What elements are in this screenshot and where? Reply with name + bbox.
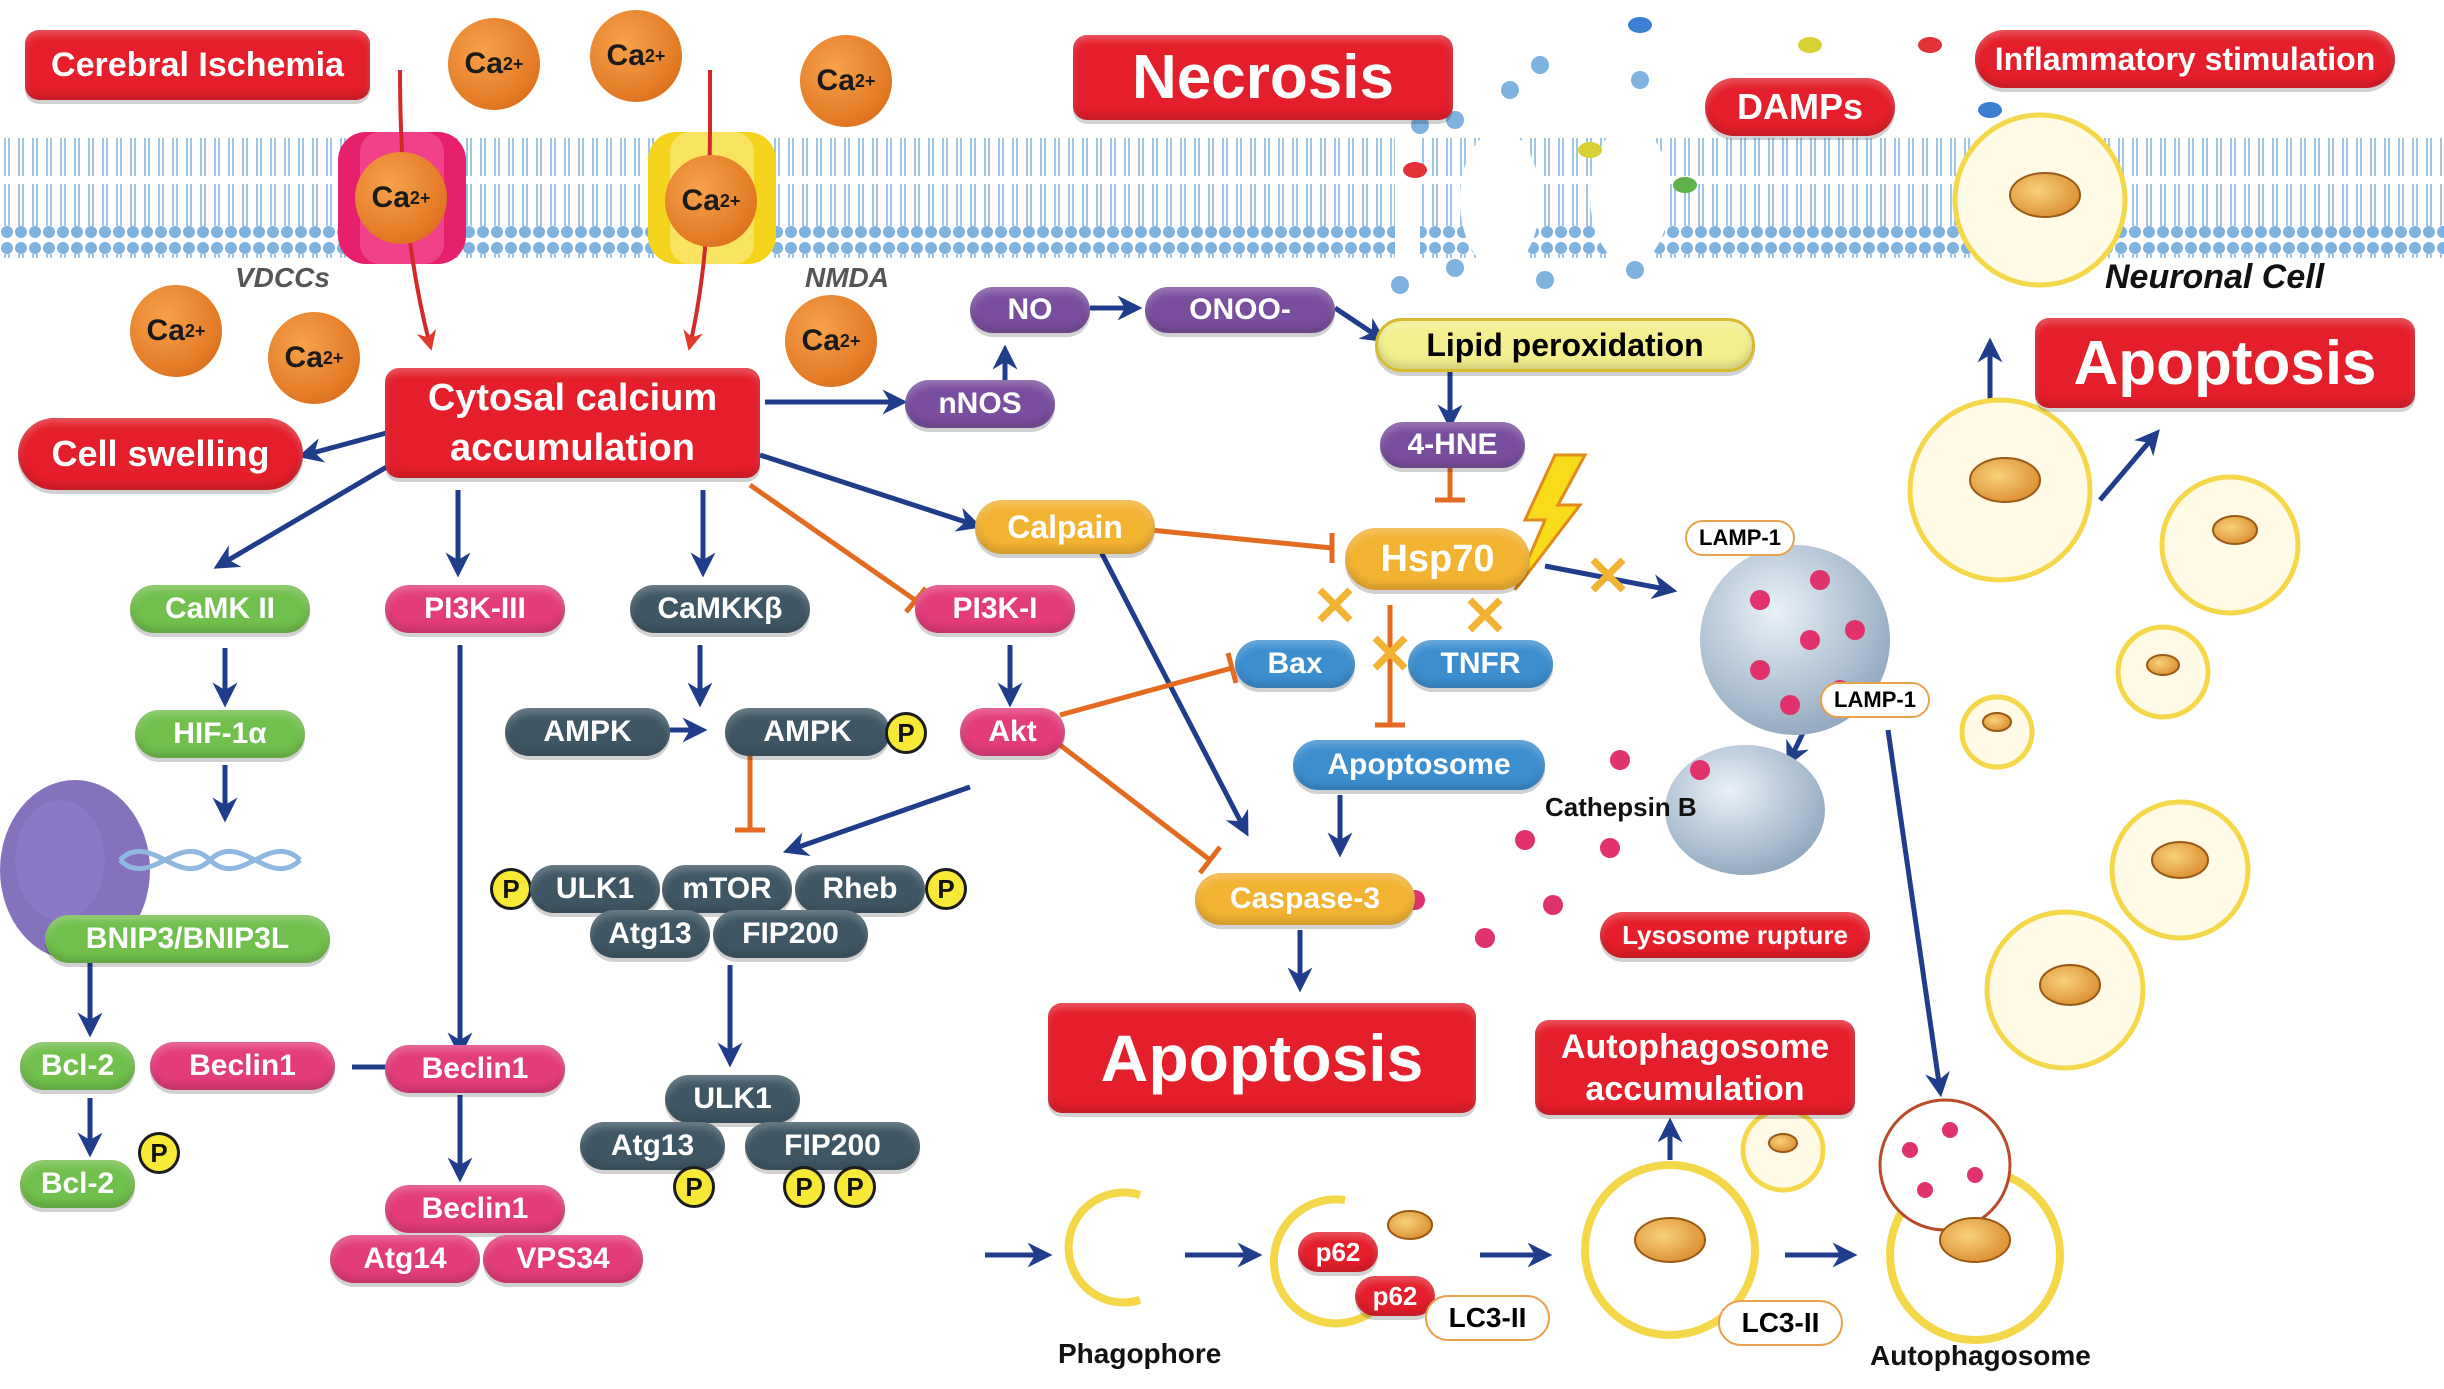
phospho-badge: P — [834, 1166, 876, 1208]
central-line2: accumulation — [450, 427, 695, 469]
central-line1: Cytosal calcium — [427, 377, 718, 419]
atg13-lower-node: Atg13 — [580, 1122, 725, 1170]
apoptosis-center-label: Apoptosis — [1048, 1003, 1476, 1113]
vdccs-label: VDCCs — [235, 262, 330, 293]
vps34-node: VPS34 — [483, 1235, 643, 1283]
p62-label-2: p62 — [1355, 1276, 1435, 1316]
mitochondrion-icon — [1387, 172, 2258, 1263]
lamp1-label-2: LAMP-1 — [1820, 682, 1930, 718]
ulk1-node: ULK1 — [530, 865, 660, 913]
beclin1-complex-node: Beclin1 — [150, 1042, 335, 1090]
pi3k3-node: PI3K-III — [385, 585, 565, 633]
lamp1-label: LAMP-1 — [1685, 520, 1795, 556]
lc3-label: LC3-II — [1425, 1295, 1550, 1341]
necrosis-label: Necrosis — [1073, 35, 1453, 120]
inflammatory-stimulation-label: Inflammatory stimulation — [1975, 30, 2395, 88]
calpain-node: Calpain — [975, 500, 1155, 554]
tnfr-node: TNFR — [1408, 640, 1553, 688]
phospho-badge: P — [783, 1166, 825, 1208]
activation-arrows — [77, 295, 2160, 1268]
fip200-lower-node: FIP200 — [745, 1122, 920, 1170]
hsp70-node: Hsp70 — [1345, 528, 1530, 590]
apoptosis-top-label: Apoptosis — [2035, 318, 2415, 408]
bnip3-node: BNIP3/BNIP3L — [45, 915, 330, 963]
nnos-node: nNOS — [905, 380, 1055, 428]
bcl2-node: Bcl-2 — [20, 1042, 135, 1090]
cell-swelling-label: Cell swelling — [18, 418, 303, 490]
pi3k1-node: PI3K-I — [915, 585, 1075, 633]
beclin1-node: Beclin1 — [385, 1045, 565, 1093]
damp-particles — [1376, 17, 2002, 294]
autophagosome-accumulation-label: Autophagosome accumulation — [1535, 1020, 1855, 1115]
dna-helix-icon — [118, 848, 302, 872]
lc3-label-2: LC3-II — [1718, 1300, 1843, 1346]
4-hne-node: 4-HNE — [1380, 422, 1525, 468]
beclin1-vps-node: Beclin1 — [385, 1185, 565, 1233]
cytosolic-calcium-accumulation: Cytosal calcium accumulation — [385, 368, 760, 478]
fused-lysosome-icon — [1878, 1098, 2012, 1232]
ampk-phospho-node: AMPK — [725, 708, 890, 756]
fip200-node: FIP200 — [713, 910, 868, 958]
bcl2-phospho-node: Bcl-2 — [20, 1160, 135, 1208]
atg14-node: Atg14 — [330, 1235, 480, 1283]
neuronal-cell-label: Neuronal Cell — [2105, 258, 2325, 296]
lightning-icon — [1513, 453, 1588, 591]
ampk-node: AMPK — [505, 708, 670, 756]
cerebral-ischemia-label: Cerebral Ischemia — [25, 30, 370, 100]
akt-node: Akt — [960, 708, 1065, 756]
cathepsin-b-label: Cathepsin B — [1545, 792, 1697, 822]
no-node: NO — [970, 287, 1090, 333]
ulk1-lower-node: ULK1 — [665, 1075, 800, 1123]
blocked-x-marks — [1317, 557, 1626, 671]
inhibition-lines — [735, 465, 1465, 875]
phospho-badge: P — [138, 1132, 180, 1174]
phagophore-label: Phagophore — [1058, 1338, 1222, 1369]
hif1a-node: HIF-1α — [135, 710, 305, 758]
autophagosome-accumulation-line1: Autophagosome — [1560, 1027, 1830, 1066]
camk2-node: CaMK II — [130, 585, 310, 633]
p62-label: p62 — [1298, 1232, 1378, 1272]
onoo-node: ONOO- — [1145, 287, 1335, 333]
phospho-badge: P — [925, 868, 967, 910]
phospho-badge: P — [490, 868, 532, 910]
lipid-peroxidation-node: Lipid peroxidation — [1375, 318, 1755, 372]
lysosome-rupture-label: Lysosome rupture — [1600, 912, 1870, 958]
atg13-node: Atg13 — [590, 910, 710, 958]
bax-node: Bax — [1235, 640, 1355, 688]
phospho-badge: P — [673, 1166, 715, 1208]
caspase-3-node: Caspase-3 — [1195, 873, 1415, 925]
apoptosome-node: Apoptosome — [1293, 740, 1545, 790]
nmda-label: NMDA — [805, 262, 889, 293]
rheb-node: Rheb — [795, 865, 925, 913]
autophagosome-accumulation-line2: accumulation — [1585, 1069, 1805, 1108]
damps-label: DAMPs — [1705, 78, 1895, 136]
autophagosome-label: Autophagosome — [1870, 1340, 2091, 1371]
camkkb-node: CaMKKβ — [630, 585, 810, 633]
mtor-node: mTOR — [662, 865, 792, 913]
phospho-badge: P — [885, 712, 927, 754]
